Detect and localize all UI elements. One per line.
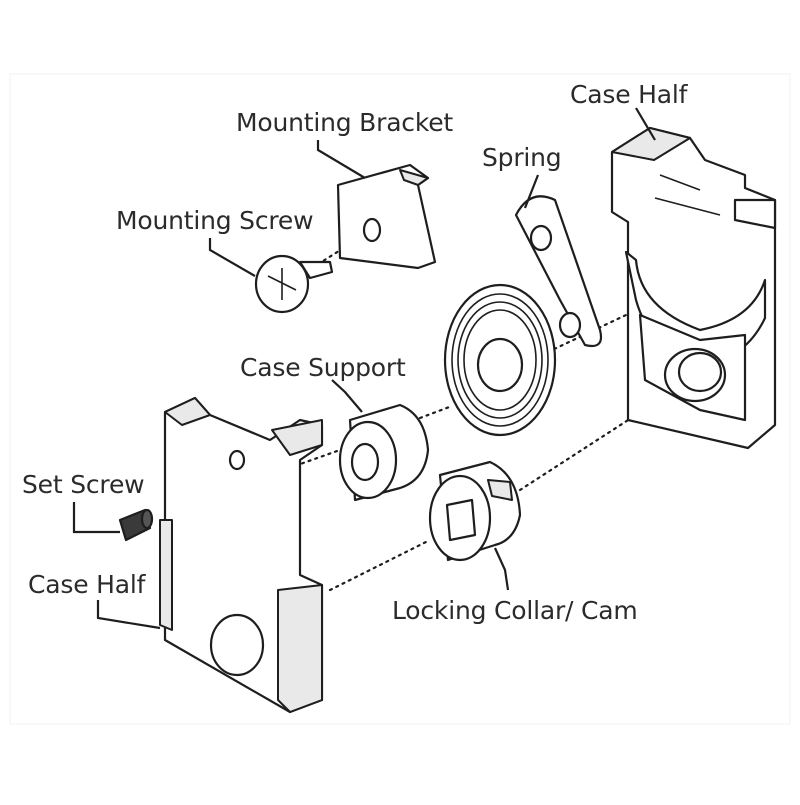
mounting-screw-part bbox=[254, 254, 334, 314]
leader-spring bbox=[523, 174, 540, 209]
label-mounting-screw: Mounting Screw bbox=[116, 206, 314, 235]
leader-case-half-bottom bbox=[96, 600, 161, 630]
mounting-bracket-part bbox=[336, 163, 437, 270]
label-spring: Spring bbox=[482, 143, 562, 172]
label-case-support: Case Support bbox=[240, 353, 406, 382]
locking-collar-part bbox=[428, 460, 522, 562]
leader-mounting-screw bbox=[208, 238, 256, 277]
leader-mounting-bracket bbox=[316, 140, 366, 179]
label-case-half-top: Case Half bbox=[570, 80, 688, 109]
spring-part bbox=[443, 195, 603, 437]
leader-case-support bbox=[331, 379, 363, 413]
label-set-screw: Set Screw bbox=[22, 470, 145, 499]
label-mounting-bracket: Mounting Bracket bbox=[236, 108, 454, 137]
label-case-half-bottom: Case Half bbox=[28, 570, 146, 599]
case-half-bottom-part bbox=[159, 396, 324, 714]
leader-locking-collar bbox=[493, 547, 510, 591]
set-screw-part bbox=[118, 508, 154, 542]
case-support-part bbox=[338, 403, 430, 502]
leader-set-screw bbox=[72, 502, 120, 534]
label-locking-collar: Locking Collar/ Cam bbox=[392, 596, 638, 625]
case-half-top-part bbox=[610, 126, 777, 450]
leader-case-half-top bbox=[635, 107, 656, 141]
